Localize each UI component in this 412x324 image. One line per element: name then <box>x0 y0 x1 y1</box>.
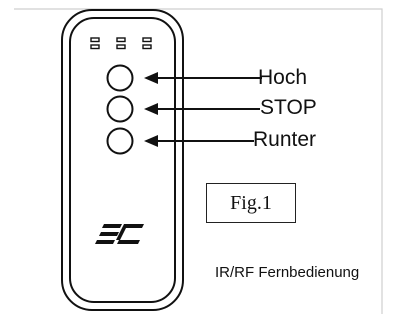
hoch-button[interactable] <box>106 64 134 92</box>
figure-label-box: Fig.1 <box>206 183 296 223</box>
remote-body-outer <box>61 9 184 311</box>
stop-label: STOP <box>260 96 317 119</box>
stop-button[interactable] <box>106 95 134 123</box>
remote-body-inner <box>69 17 176 303</box>
caption-text: IR/RF Fernbedienung <box>215 264 360 281</box>
stop-arrow <box>144 103 260 115</box>
hoch-label: Hoch <box>258 66 308 89</box>
runter-label: Runter <box>253 128 317 151</box>
runter-button[interactable] <box>106 127 134 155</box>
hoch-arrow <box>144 72 262 84</box>
runter-arrow <box>144 135 254 147</box>
figure-label: Fig.1 <box>230 191 272 214</box>
led-indicator-icon <box>90 37 152 50</box>
elite-screens-logo-icon <box>95 224 144 244</box>
